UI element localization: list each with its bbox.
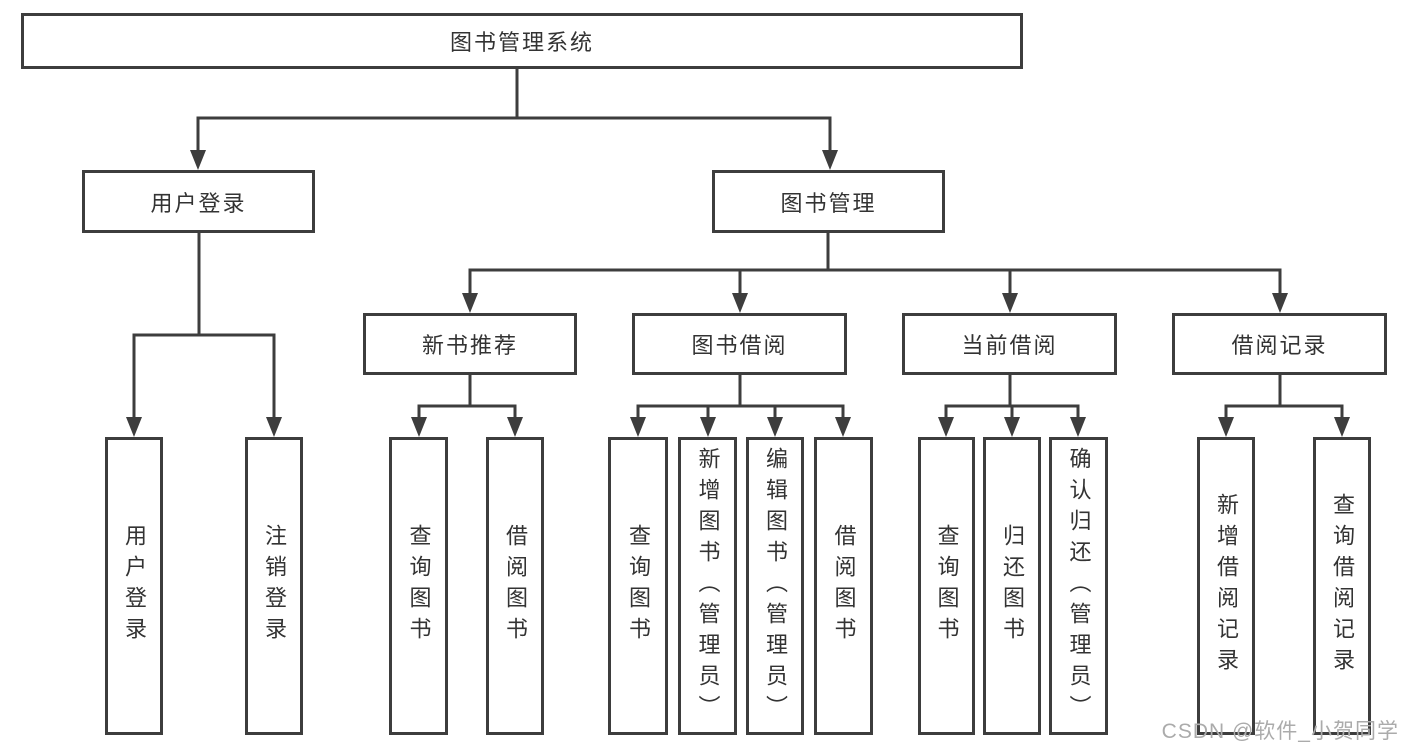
leaf-user-login: 用户登录 (105, 437, 163, 735)
node-book-borrowing: 图书借阅 (632, 313, 847, 375)
node-current-borrowing: 当前借阅 (902, 313, 1117, 375)
leaf-query-books-recommend: 查询图书 (389, 437, 448, 735)
leaf-label: 注销登录 (262, 524, 287, 648)
watermark: CSDN @软件_小贺同学 (1161, 720, 1399, 743)
node-user-login: 用户登录 (82, 170, 315, 233)
leaf-borrow-books-recommend: 借阅图书 (486, 437, 544, 735)
node-root: 图书管理系统 (21, 13, 1023, 69)
node-new-book-recommendation: 新书推荐 (363, 313, 577, 375)
leaf-label: 借阅图书 (503, 524, 528, 648)
leaf-label: 查询借阅记录 (1330, 493, 1355, 679)
leaf-return-book: 归还图书 (983, 437, 1041, 735)
leaf-label: 借阅图书 (831, 524, 857, 648)
leaf-label: 编辑图书（管理员） (763, 446, 788, 726)
leaf-label: 新增借阅记录 (1214, 493, 1239, 679)
leaf-query-books-current: 查询图书 (918, 437, 975, 735)
leaf-confirm-return-admin: 确认归还（管理员） (1049, 437, 1108, 735)
leaf-label: 新增图书（管理员） (695, 446, 721, 726)
leaf-add-book-admin: 新增图书（管理员） (678, 437, 737, 735)
leaf-label: 归还图书 (1000, 524, 1025, 648)
leaf-query-borrow-record: 查询借阅记录 (1313, 437, 1371, 735)
leaf-query-books-borrowing: 查询图书 (608, 437, 668, 735)
leaf-label: 用户登录 (122, 524, 147, 648)
leaf-label: 查询图书 (406, 524, 432, 648)
leaf-borrow-books-borrowing: 借阅图书 (814, 437, 873, 735)
leaf-label: 查询图书 (934, 524, 960, 648)
node-borrowing-records: 借阅记录 (1172, 313, 1387, 375)
leaf-add-borrow-record: 新增借阅记录 (1197, 437, 1255, 735)
leaf-edit-book-admin: 编辑图书（管理员） (746, 437, 804, 735)
leaf-label: 查询图书 (626, 524, 651, 648)
leaf-label: 确认归还（管理员） (1066, 446, 1092, 726)
node-book-management: 图书管理 (712, 170, 945, 233)
leaf-logout: 注销登录 (245, 437, 303, 735)
